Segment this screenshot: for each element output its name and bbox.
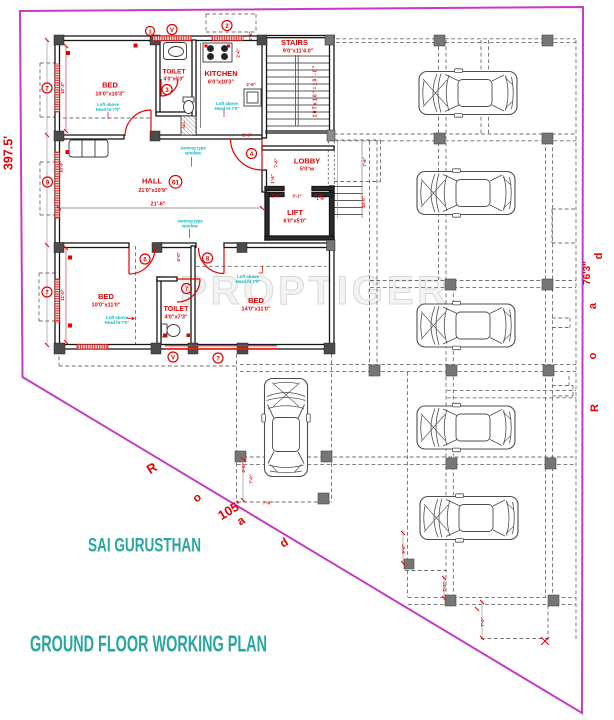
svg-text:3'-2": 3'-2" [292,194,301,199]
svg-text:9: 9 [46,181,50,187]
svg-text:6: 6 [143,258,147,264]
svg-text:BED: BED [98,292,114,301]
svg-text:LIFT: LIFT [287,208,303,217]
svg-text:5'0"w: 5'0"w [300,167,315,173]
svg-text:R: R [589,404,601,412]
svg-text:TOILET: TOILET [164,306,189,313]
svg-text:10'0"x10'3": 10'0"x10'3" [95,92,125,98]
svg-text:7'-0": 7'-0" [480,617,485,626]
svg-text:Loft above: Loft above [216,101,238,106]
svg-text:KITCHEN: KITCHEN [204,69,237,78]
svg-text:397.5': 397.5' [2,136,16,170]
svg-text:4: 4 [250,152,254,158]
svg-text:8: 8 [206,257,210,263]
svg-text:7: 7 [45,87,49,93]
svg-text:1'-6": 1'-6" [316,196,325,201]
svg-text:4'0"x7'3": 4'0"x7'3" [164,315,188,321]
svg-text:7: 7 [185,287,189,293]
svg-text:10'-0": 10'-0" [361,196,366,208]
svg-text:7'-2": 7'-2" [442,582,447,591]
svg-text:Loft above: Loft above [106,315,128,320]
svg-text:7: 7 [45,291,49,297]
svg-text:7: 7 [216,357,220,363]
svg-text:window: window [181,224,198,229]
svg-text:2'-6": 2'-6" [248,31,253,40]
svg-text:window: window [184,151,201,156]
svg-text:9'0"x11'4.0": 9'0"x11'4.0" [283,49,314,55]
svg-text:10'0"x11'0": 10'0"x11'0" [92,303,121,309]
svg-text:1: 1 [148,30,151,36]
svg-text:7'-6": 7'-6" [274,158,279,167]
svg-text:Awning type: Awning type [180,146,206,151]
svg-text:4'-6": 4'-6" [241,463,246,472]
svg-text:4'-0": 4'-0" [176,252,181,261]
svg-text:HALL: HALL [142,177,162,186]
svg-text:1'-6": 1'-6" [314,194,323,199]
svg-text:7'-6": 7'-6" [362,157,367,166]
svg-text:Loft above: Loft above [237,274,259,279]
svg-text:Loft above: Loft above [97,102,119,107]
svg-text:7'-0": 7'-0" [263,501,272,506]
svg-text:a: a [587,302,599,309]
svg-text:10Tx10"=10'-0": 10Tx10"=10'-0" [313,65,319,118]
svg-text:61: 61 [172,179,180,186]
svg-text:2'-6": 2'-6" [246,82,255,87]
svg-text:3: 3 [165,88,169,94]
svg-text:SILL: SILL [182,121,186,128]
svg-text:21'-6": 21'-6" [151,202,166,208]
svg-text:V: V [171,356,175,362]
svg-text:6'0"x10'3": 6'0"x10'3" [208,80,235,86]
svg-text:V: V [170,28,174,34]
svg-text:STAIRS: STAIRS [281,38,308,47]
svg-text:PROPTIGER: PROPTIGER [180,269,450,313]
svg-text:21'0"x10'9": 21'0"x10'9" [138,188,168,194]
svg-text:10'-3": 10'-3" [60,82,65,94]
svg-text:Head ht 7'0": Head ht 7'0" [236,279,261,284]
svg-text:BED: BED [248,296,264,305]
svg-text:SAI GURUSTHAN: SAI GURUSTHAN [88,535,201,557]
svg-text:o: o [587,352,599,359]
svg-text:10'-9": 10'-9" [59,161,64,173]
svg-text:1'-6": 1'-6" [270,174,275,183]
svg-text:GROUND FLOOR WORKING PLAN: GROUND FLOOR WORKING PLAN [30,631,267,657]
svg-text:1'-6": 1'-6" [271,194,280,199]
svg-text:14'0"x11'0": 14'0"x11'0" [242,307,271,313]
svg-text:Head ht 7'0": Head ht 7'0" [96,107,121,112]
svg-text:7'-0": 7'-0" [249,474,254,483]
svg-text:Awning type: Awning type [177,219,203,224]
svg-text:6'0"x5'0": 6'0"x5'0" [283,219,307,225]
svg-text:2: 2 [225,24,229,30]
svg-text:4'0"x6'0": 4'0"x6'0" [163,77,185,83]
svg-text:TOILET: TOILET [163,69,186,76]
svg-text:9'-0": 9'-0" [401,544,406,553]
svg-text:2'-6": 2'-6" [242,133,251,138]
svg-text:11'-0": 11'-0" [60,289,65,300]
svg-text:Head ht 7'0": Head ht 7'0" [105,320,130,325]
svg-text:Head ht 7'0": Head ht 7'0" [215,106,240,111]
svg-text:LOBBY: LOBBY [294,157,320,166]
svg-text:76'3": 76'3" [582,261,593,285]
svg-text:2'-0": 2'-0" [236,48,241,57]
svg-text:d: d [593,253,605,260]
svg-text:BED: BED [102,81,118,90]
